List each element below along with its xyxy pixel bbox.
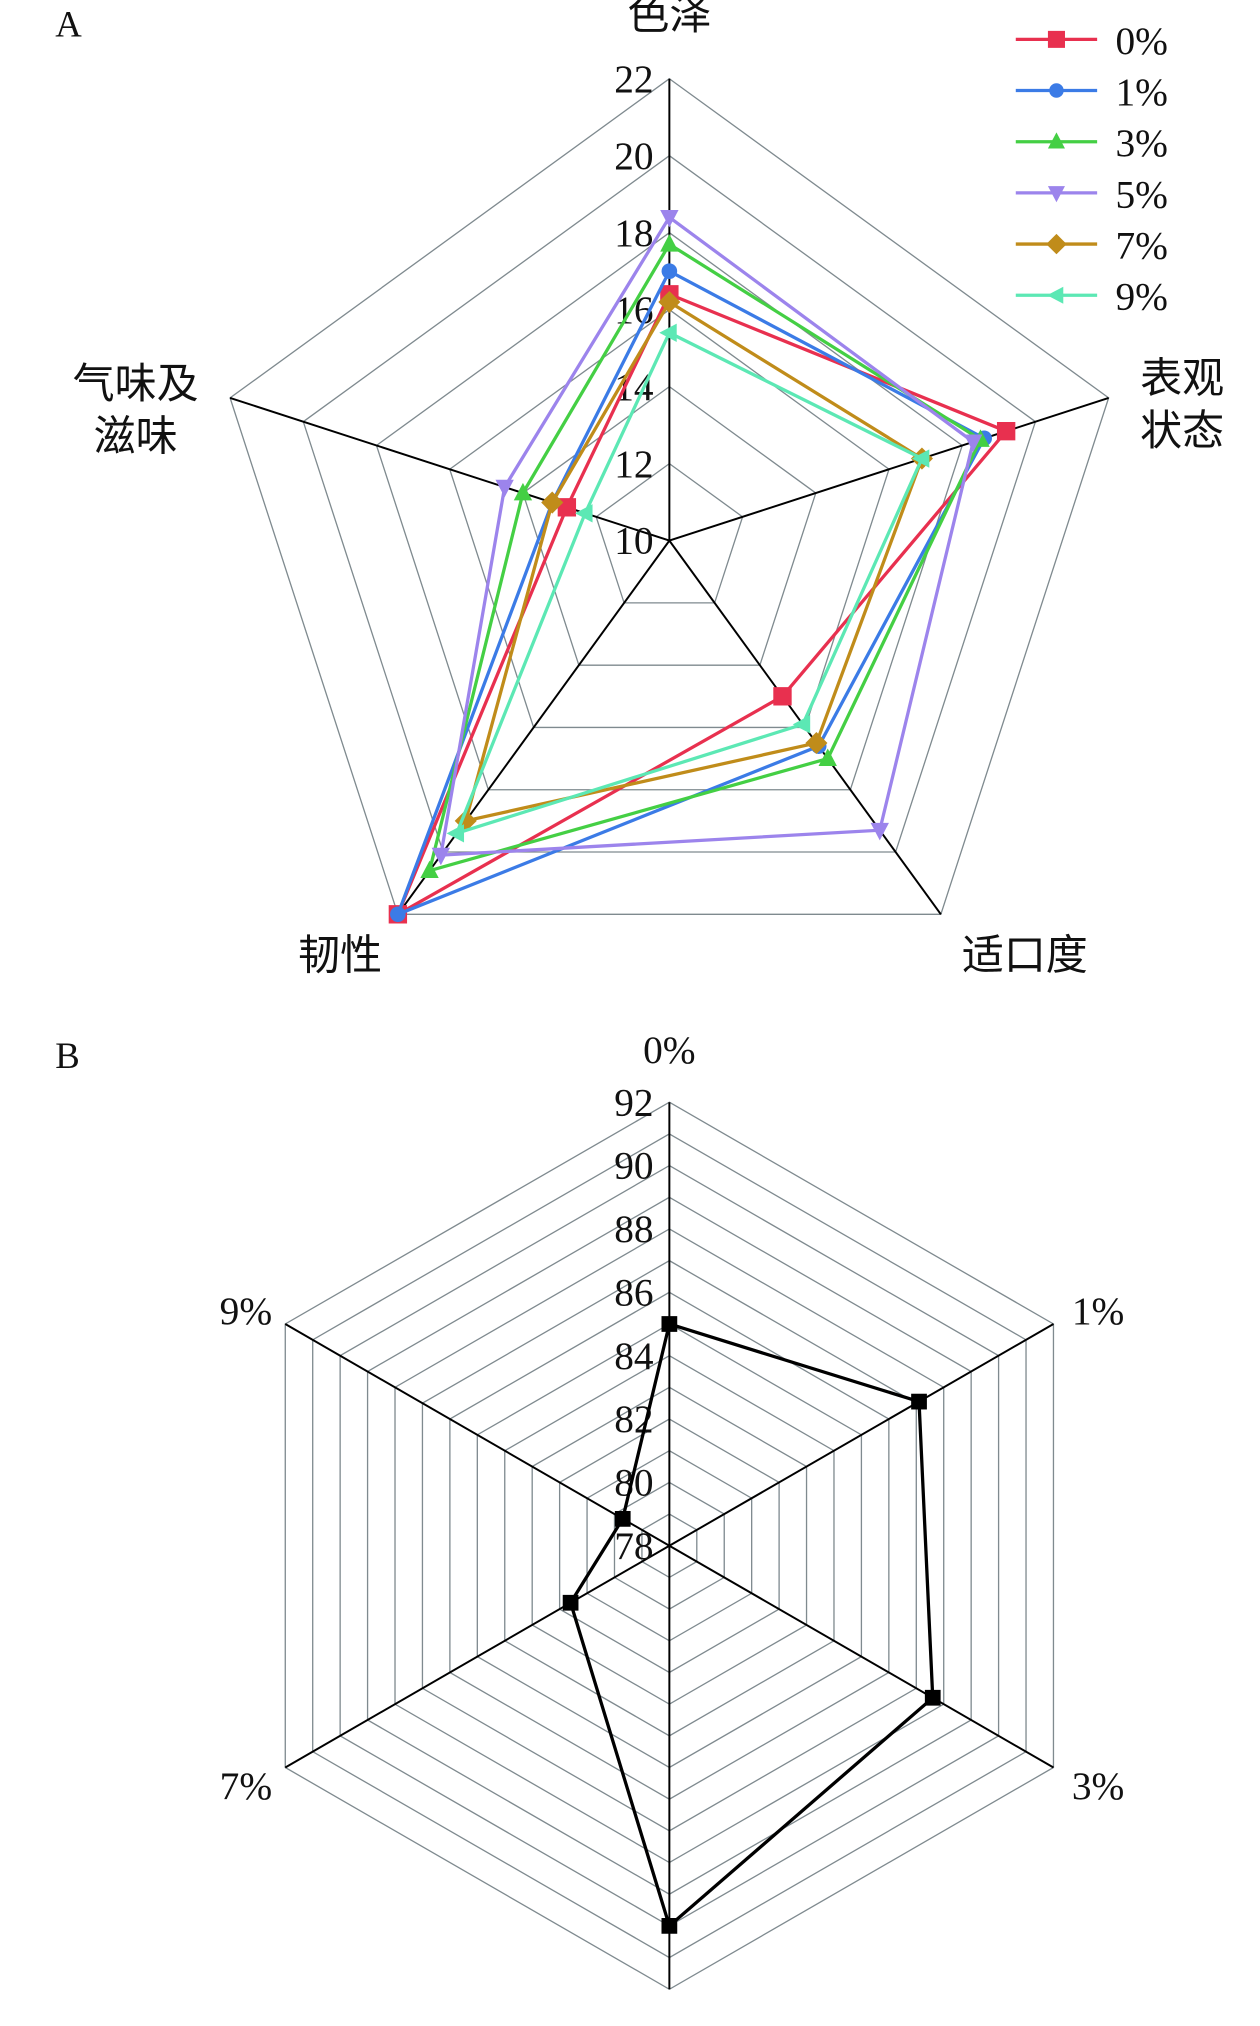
data-point-1% <box>390 906 406 923</box>
legend-label: 7% <box>1116 223 1168 267</box>
series-line-5% <box>438 214 976 857</box>
grid-ring <box>302 154 1037 853</box>
legend-marker <box>1047 186 1065 203</box>
axis-label: 5% <box>643 2017 695 2026</box>
series-line-9% <box>453 330 925 836</box>
axis-spoke <box>668 1323 1054 1547</box>
data-point-9% <box>446 824 465 843</box>
axis-label: 1% <box>1072 1289 1124 1333</box>
data-point-5% <box>870 822 889 841</box>
data-point-3% <box>818 748 837 766</box>
axis-label: 9% <box>220 1289 272 1333</box>
axis-label-line: 滋味 <box>94 414 178 460</box>
series-line-7% <box>463 299 924 824</box>
data-point-5% <box>431 847 451 866</box>
axis-label-line: 1% <box>1072 1289 1124 1333</box>
radar-chart-a: 10121416182022色泽表观状态适口度韧性气味及滋味0%1%3%5%7%… <box>73 0 1224 979</box>
axis-label-line: 3% <box>1072 1764 1124 1808</box>
tick-label: 84 <box>614 1334 654 1378</box>
data-point-5% <box>660 209 679 228</box>
legend-label: 0% <box>1116 19 1168 63</box>
tick-label: 90 <box>614 1144 653 1188</box>
axis-spoke <box>284 1323 670 1547</box>
axis-label: 适口度 <box>962 933 1088 979</box>
data-point-5% <box>495 479 514 498</box>
axis-label-line: 色泽 <box>627 0 711 39</box>
axis-label: 表观状态 <box>1140 357 1224 455</box>
data-point-3% <box>660 234 679 252</box>
data-point-9% <box>575 504 593 523</box>
axis-label-line: 9% <box>220 1289 272 1333</box>
data-point-9% <box>659 323 677 342</box>
data-point-7% <box>805 732 828 755</box>
legend-marker <box>1047 132 1065 149</box>
data-point-score <box>661 1316 678 1332</box>
tick-label: 86 <box>614 1270 653 1314</box>
axis-label-line: 0% <box>643 1028 695 1072</box>
grid-ring <box>448 308 890 729</box>
panel-label-a: A <box>55 4 82 45</box>
axis-label-line: 韧性 <box>298 933 382 979</box>
axis-label-line: 表观 <box>1140 357 1224 403</box>
panel-label-b: B <box>55 1035 80 1076</box>
grid-ring <box>522 385 817 666</box>
axis-label: 韧性 <box>298 933 382 979</box>
tick-label: 10 <box>614 519 653 563</box>
legend-label: 5% <box>1116 172 1168 216</box>
axis-spoke <box>229 396 670 542</box>
axis-label-line: 适口度 <box>962 933 1088 979</box>
axis-label-line: 状态 <box>1140 409 1224 455</box>
data-point-score <box>562 1594 579 1611</box>
axis-label: 7% <box>220 1764 272 1808</box>
data-point-score <box>614 1510 631 1527</box>
data-point-score <box>924 1689 941 1706</box>
legend-marker <box>1049 83 1064 98</box>
axis-label: 0% <box>643 1028 695 1072</box>
series-line-0% <box>394 292 1009 919</box>
axis-spoke <box>669 396 1109 542</box>
data-point-3% <box>513 482 533 501</box>
legend-label: 3% <box>1116 121 1168 165</box>
tick-label: 88 <box>614 1207 653 1251</box>
data-point-1% <box>661 263 678 279</box>
grid-ring <box>229 77 1110 915</box>
data-point-score <box>911 1393 927 1410</box>
data-point-0% <box>773 687 792 706</box>
legend-marker <box>1046 233 1067 255</box>
legend-label: 1% <box>1116 70 1168 114</box>
legend-marker <box>1047 30 1065 48</box>
data-point-9% <box>792 715 811 734</box>
legend-marker <box>1047 286 1064 304</box>
axis-label-line: 气味及 <box>73 362 199 408</box>
data-point-score <box>661 1918 678 1934</box>
axis-label-line: 7% <box>220 1764 272 1808</box>
tick-label: 22 <box>614 57 653 101</box>
grid-ring <box>375 231 963 791</box>
axis-label: 3% <box>1072 1764 1124 1808</box>
tick-label: 18 <box>614 211 653 255</box>
axis-label-line: 5% <box>643 2017 695 2026</box>
grid-ring <box>595 462 744 604</box>
data-point-7% <box>541 491 564 514</box>
tick-label: 78 <box>614 1524 653 1568</box>
axis-spoke <box>668 1544 1054 1769</box>
tick-label: 12 <box>614 442 653 486</box>
data-point-0% <box>996 422 1016 441</box>
legend-label: 9% <box>1116 275 1168 319</box>
axis-label: 色泽 <box>627 0 711 39</box>
data-point-3% <box>420 860 439 879</box>
axis-label: 气味及滋味 <box>73 362 199 460</box>
tick-label: 20 <box>614 134 653 178</box>
axis-spoke <box>284 1544 670 1769</box>
data-point-9% <box>911 449 930 468</box>
tick-label: 92 <box>614 1080 653 1124</box>
data-point-5% <box>964 434 983 452</box>
